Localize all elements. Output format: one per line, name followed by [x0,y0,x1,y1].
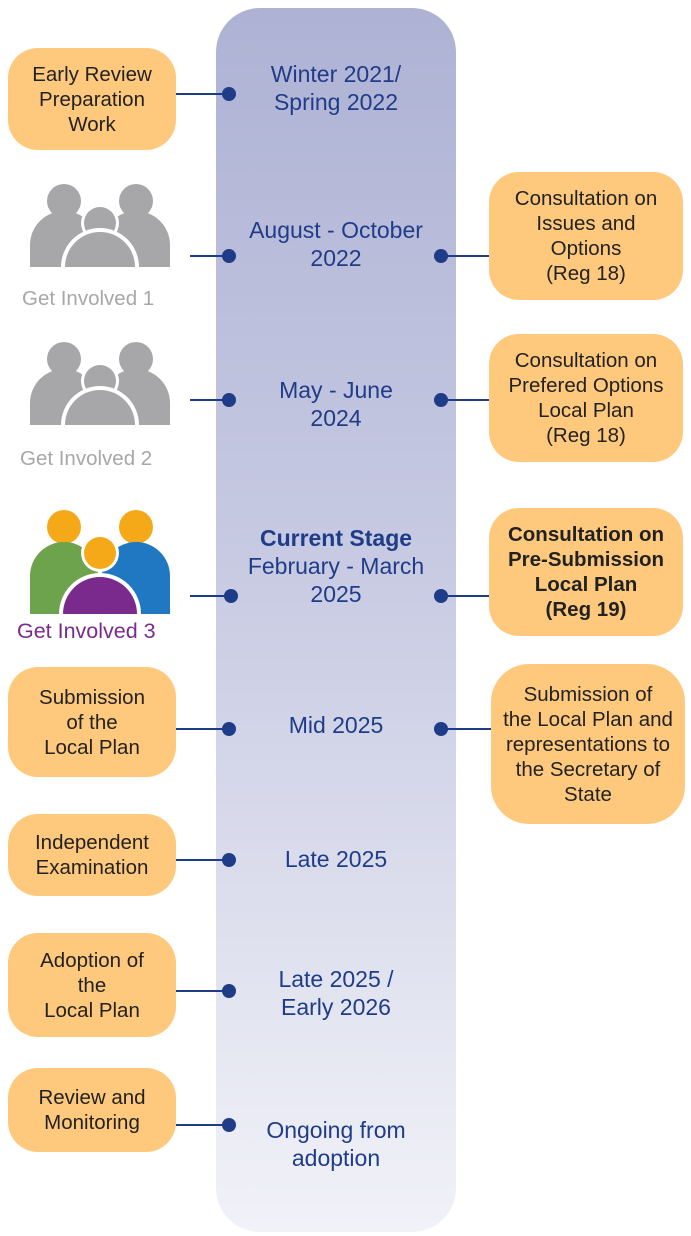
stage-3-left-connector [190,399,230,401]
stage-2-right-box: Consultation on Issues and Options (Reg … [489,172,683,300]
stage-6-left-dot [222,853,236,867]
stage-5-date: Mid 2025 [288,712,384,738]
stage-7-left-dot [222,984,236,998]
stage-6-left-box: Independent Examination [8,814,176,896]
stage-3-left-dot [222,393,236,407]
people-icon-grey-2 [30,342,170,425]
stage-7-left-box: Adoption of the Local Plan [8,933,176,1037]
stage-5-left-dot [222,722,236,736]
stage-4-right-box: Consultation on Pre-Submission Local Pla… [489,508,683,636]
people-icon-active [30,510,170,614]
get-involved-1-label[interactable]: Get Involved 1 [22,287,155,310]
stage-3-date: May - June 2024 [279,377,393,431]
stage-2-left-connector [190,255,230,257]
stage-1-left-connector [176,93,230,95]
stage-8-left-connector [176,1124,230,1126]
stage-7-left-connector [176,990,230,992]
stage-4-date: February - March 2025 [247,553,425,607]
get-involved-2-label[interactable]: Get Involved 2 [20,447,153,470]
stage-1-date: Winter 2021/ Spring 2022 [270,61,402,115]
people-icon-grey-1 [30,184,170,267]
stage-3-right-box: Consultation on Prefered Options Local P… [489,334,683,462]
stage-2-date: August - October 2022 [249,217,423,271]
stage-4-left-dot [224,589,238,603]
stage-1-left-box: Early Review Preparation Work [8,48,176,150]
stage-1-left-dot [222,87,236,101]
timeline-spine [216,8,456,1232]
get-involved-3-label[interactable]: Get Involved 3 [17,619,156,643]
stage-8-date: Ongoing from adoption [266,1117,406,1171]
stage-8-left-box: Review and Monitoring [8,1068,176,1152]
stage-4-date-block: Current Stage February - March 2025 [216,524,456,608]
stage-2-left-dot [222,249,236,263]
stage-5-right-box: Submission of the Local Plan and represe… [491,664,685,824]
stage-4-right-connector [441,595,489,597]
stage-5-right-connector [441,728,493,730]
stage-4-left-connector [190,595,230,597]
stage-5-left-box: Submission of the Local Plan [8,667,176,777]
stage-7-date: Late 2025 / Early 2026 [278,966,394,1020]
current-stage-label: Current Stage [259,525,413,551]
stage-2-right-connector [441,255,489,257]
stage-6-left-connector [176,859,230,861]
stage-3-right-connector [441,399,489,401]
stage-6-date: Late 2025 [284,846,388,872]
stage-5-left-connector [176,728,230,730]
stage-8-left-dot [222,1118,236,1132]
